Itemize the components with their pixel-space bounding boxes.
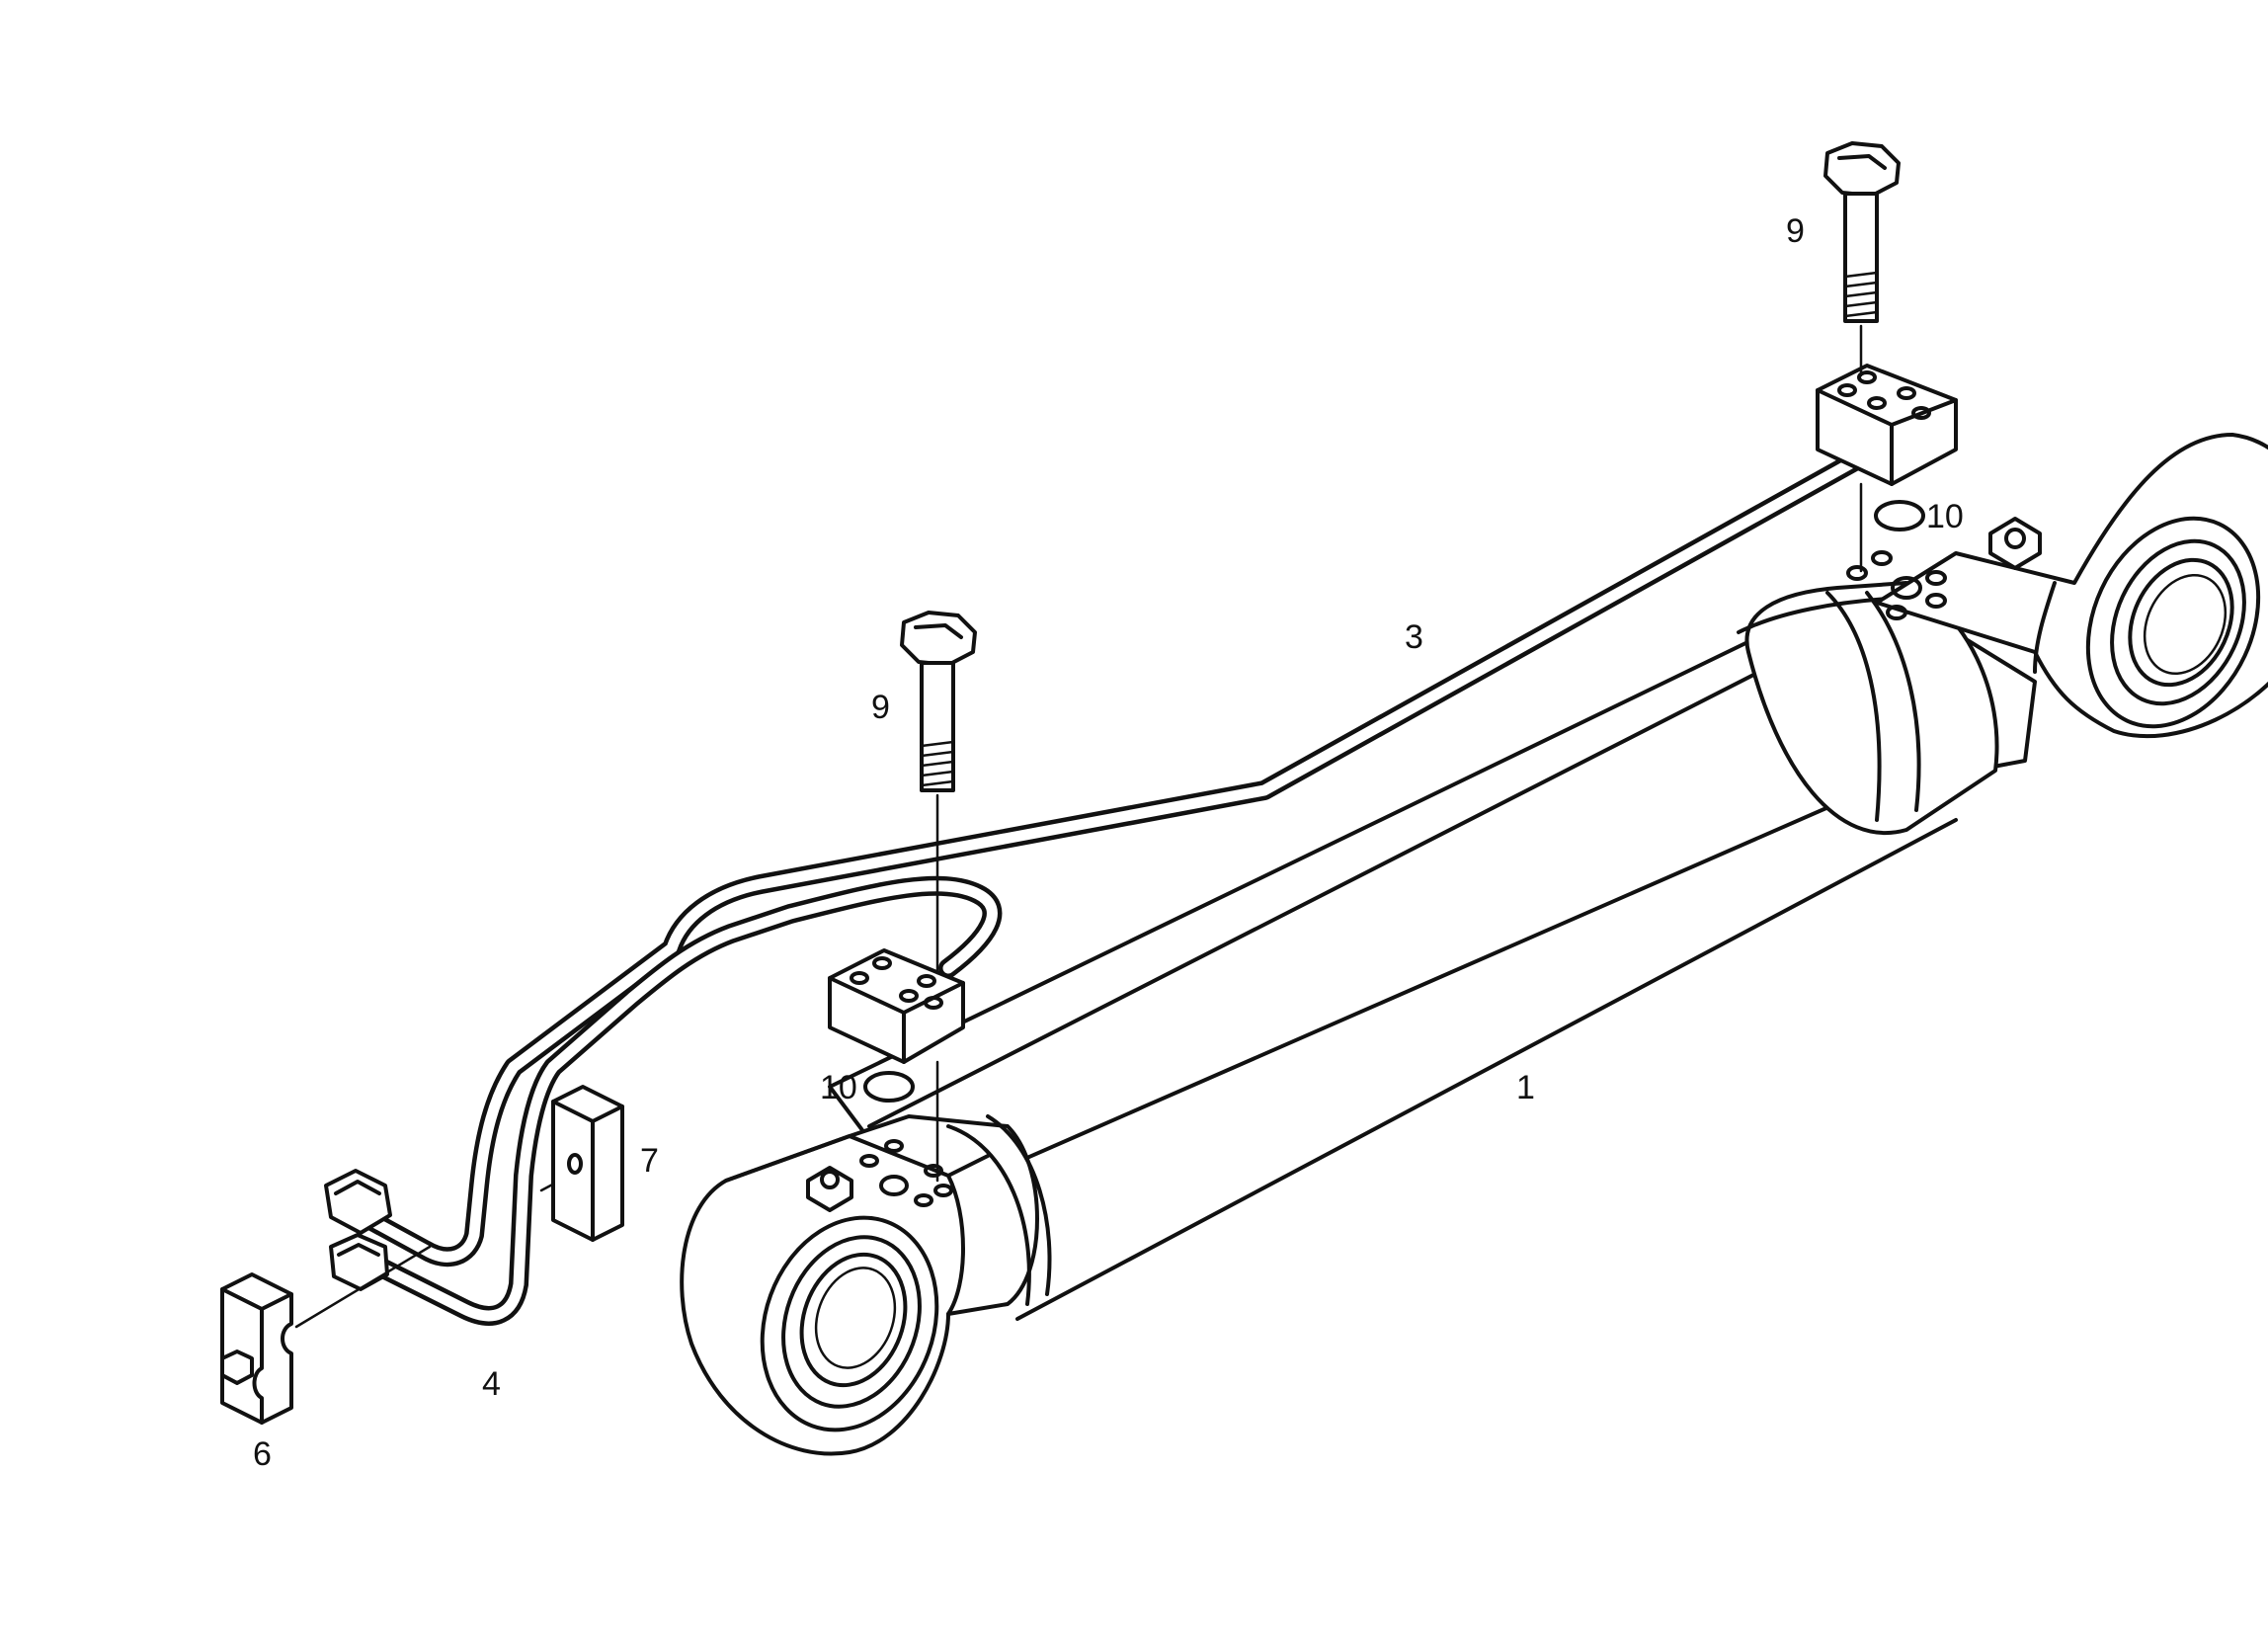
callout-pipe-long: 3 xyxy=(1405,618,1423,656)
pipe-short xyxy=(365,875,1003,1326)
callout-o-ring-front: 10 xyxy=(820,1069,857,1106)
callout-bolt-front: 9 xyxy=(871,689,890,726)
bolt-rear xyxy=(1823,141,1901,323)
o-ring-rear xyxy=(1874,500,1925,532)
fitting-nut-upper xyxy=(324,1169,392,1235)
callout-o-ring-rear: 10 xyxy=(1926,498,1964,535)
rear-eye-housing xyxy=(1846,433,2268,739)
flange-block-rear xyxy=(1816,364,1958,486)
callout-bolt-rear: 9 xyxy=(1786,212,1805,250)
cylinder-body xyxy=(680,433,2268,1456)
pipe-long xyxy=(361,445,1877,1268)
pipe-clamp xyxy=(220,1272,293,1425)
o-ring-front xyxy=(863,1071,915,1103)
bolt-front xyxy=(900,611,977,792)
grease-nipple-front xyxy=(806,1166,853,1212)
callout-cylinder: 1 xyxy=(1516,1069,1535,1106)
front-eye-housing xyxy=(680,1114,1052,1456)
callout-block: 7 xyxy=(640,1142,659,1180)
fitting-nut-lower xyxy=(329,1233,389,1291)
callout-pipe-short: 4 xyxy=(482,1365,501,1403)
grease-nipple-rear xyxy=(1988,517,2042,570)
flange-block-front xyxy=(828,948,965,1064)
spacer-block xyxy=(551,1085,624,1242)
callout-clamp: 6 xyxy=(253,1435,272,1473)
